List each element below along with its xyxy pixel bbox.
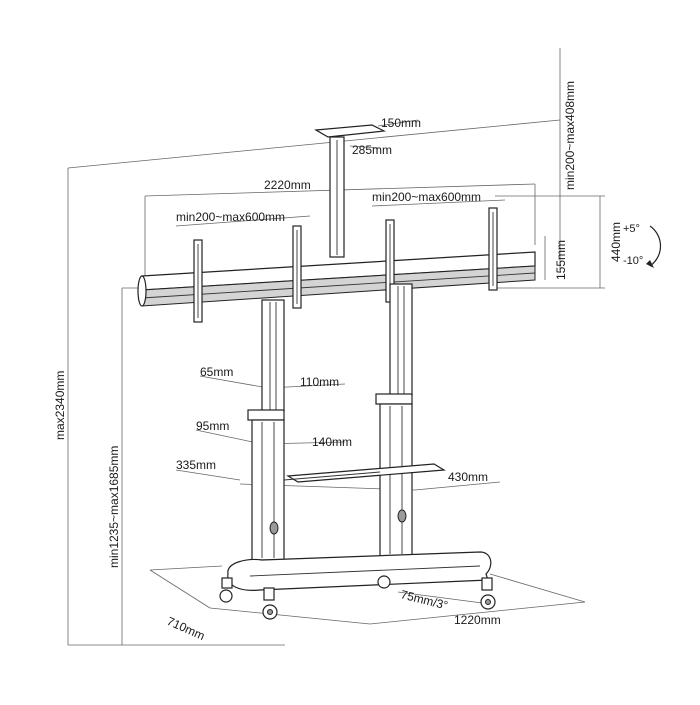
top-plate (314, 124, 387, 138)
base-depth-line (149, 569, 211, 609)
caster-back-right (377, 575, 391, 589)
label-shelf-depth: 335mm (176, 458, 216, 472)
lower-column (251, 419, 285, 561)
shelf-depth-leader (175, 469, 241, 481)
label-overall-width: 2220mm (264, 178, 311, 192)
label-max-height: max2340mm (53, 371, 67, 440)
vesa-arm-2 (292, 225, 302, 309)
base-tilt-leader (397, 591, 491, 605)
vesa-arm-4 (488, 207, 498, 291)
caster-back-left (219, 577, 233, 603)
upper-column (389, 283, 413, 397)
col-lower-depth-leader (195, 429, 263, 445)
vesa-arms (193, 207, 498, 323)
tilt-arc-icon (649, 225, 662, 267)
column-knob (269, 521, 279, 535)
label-vesa-left: min200~max600mm (176, 210, 285, 224)
top-plate-width-leader (377, 119, 419, 127)
base-crossbar (249, 565, 481, 577)
label-shelf-width: 430mm (448, 470, 488, 484)
caster-hub (485, 599, 491, 605)
dimension-labels: 150mm 285mm 2220mm min200~max600mm min20… (53, 81, 643, 643)
casters (219, 575, 496, 620)
crossbar-end-left (137, 275, 147, 307)
label-height-range: min1235~max1685mm (107, 446, 121, 568)
label-top-plate-depth: 285mm (352, 143, 392, 157)
label-vesa-right: min200~max600mm (372, 190, 481, 204)
caster-mount (221, 577, 233, 589)
vesa-left-line (175, 215, 311, 227)
caster-mount (263, 587, 275, 601)
shelf (283, 463, 446, 483)
lower-column (379, 403, 413, 557)
crossbar-groove (141, 272, 536, 299)
caster-front-left (262, 587, 278, 620)
caster-mount (481, 577, 493, 591)
label-column-depth-upper: 65mm (200, 365, 233, 379)
tilt-arrow-icon (646, 260, 654, 268)
shelf-width-leader (414, 481, 501, 491)
overall-top-line (67, 119, 561, 169)
caster-wheel (219, 589, 233, 603)
label-column-width-upper: 110mm (300, 375, 339, 389)
shelf-support (283, 471, 381, 481)
base-width-line (369, 601, 586, 625)
caster-front-right (480, 577, 496, 610)
caster-hub (267, 609, 273, 615)
label-base-tilt: 75mm/3° (399, 587, 449, 612)
column-left (247, 299, 285, 561)
base (227, 551, 492, 591)
crossbar (137, 251, 536, 307)
label-tilt-down: -10° (623, 255, 643, 267)
vesa-right-line (371, 199, 506, 207)
base-right-line (489, 573, 586, 603)
base-front-line (209, 607, 371, 625)
label-vesa-height: min200~max408mm (563, 81, 577, 190)
col-upper-depth-leader (199, 375, 269, 389)
label-column-depth-lower: 95mm (196, 419, 229, 433)
label-base-width: 1220mm (454, 613, 501, 627)
label-bracket-offset: 155mm (554, 240, 568, 280)
upper-column (261, 299, 285, 413)
caster-wheel (377, 575, 391, 589)
collar (375, 393, 413, 405)
camera-shelf (314, 124, 387, 258)
label-bracket-height: 440mm (609, 222, 623, 262)
vesa-arm-1 (193, 239, 203, 323)
label-base-depth: 710mm (165, 614, 207, 643)
column-right (375, 283, 413, 557)
top-plate-depth-leader (349, 145, 381, 149)
collar (247, 409, 285, 421)
label-column-width-lower: 140mm (312, 435, 352, 449)
label-tilt-up: +5° (623, 223, 640, 235)
base-top-left-line (149, 565, 223, 571)
label-top-plate-width: 150mm (381, 116, 421, 130)
column-knob (397, 509, 407, 523)
